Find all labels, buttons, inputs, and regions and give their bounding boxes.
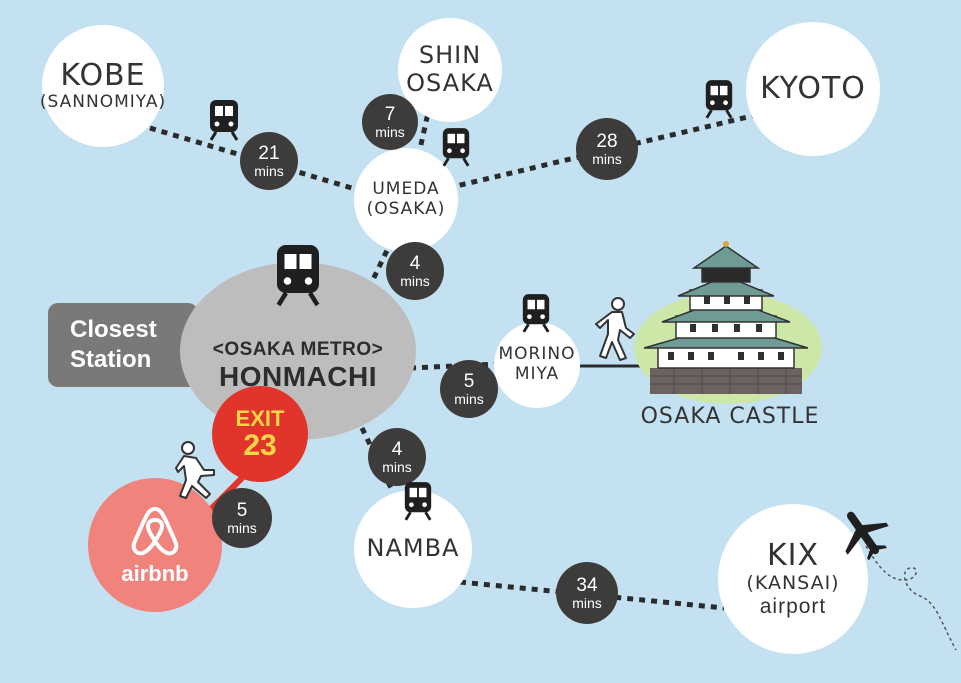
station-kix-sub: (KANSAI): [746, 572, 840, 595]
train-icon: [276, 245, 320, 307]
time-unit: mins: [592, 151, 622, 167]
closest-station-line2: Station: [70, 346, 152, 373]
route-umeda-honmachi: [365, 238, 395, 292]
route-shin-umeda: [415, 103, 433, 159]
station-kobe[interactable]: KOBE (SANNOMIYA): [39, 25, 167, 147]
station-morinomiya-line2: MIYA: [514, 364, 560, 384]
station-kix-sub2: airport: [759, 595, 827, 619]
station-kobe-name: KOBE: [60, 57, 146, 93]
osaka-castle-label: OSAKA CASTLE: [640, 404, 820, 429]
airbnb-location[interactable]: airbnb: [88, 478, 222, 612]
closest-station-tag: Closest Station: [48, 303, 198, 387]
time-value: 7: [384, 104, 396, 125]
time-badge-exit-airbnb: 5 mins: [212, 488, 272, 548]
station-kyoto[interactable]: KYOTO: [746, 22, 880, 156]
train-icon: [705, 80, 733, 119]
station-namba-name: NAMBA: [366, 534, 460, 563]
time-badge-honmachi-morinomiya: 5 mins: [440, 360, 498, 418]
station-kix[interactable]: KIX (KANSAI) airport: [718, 504, 868, 654]
time-value: 4: [409, 253, 421, 274]
airbnb-label: airbnb: [121, 561, 189, 586]
time-badge-shin-umeda: 7 mins: [362, 94, 418, 150]
train-icon: [404, 482, 432, 521]
flight-path: [865, 545, 957, 651]
time-unit: mins: [227, 520, 257, 536]
exit-label: EXIT: [235, 405, 285, 431]
exit-number: 23: [243, 428, 277, 462]
honmachi-line-name: <OSAKA METRO>: [212, 339, 384, 360]
station-kyoto-name: KYOTO: [760, 70, 866, 106]
honmachi-station-name: HONMACHI: [219, 361, 377, 392]
time-unit: mins: [400, 273, 430, 289]
time-badge-honmachi-namba: 4 mins: [368, 428, 426, 486]
train-icon: [522, 294, 550, 333]
time-unit: mins: [254, 163, 284, 179]
time-value: 4: [391, 439, 403, 460]
station-morinomiya[interactable]: MORINO MIYA: [494, 322, 580, 408]
station-umeda-sub: (OSAKA): [366, 199, 446, 219]
station-morinomiya-line1: MORINO: [498, 344, 576, 365]
time-unit: mins: [572, 595, 602, 611]
time-value: 5: [236, 500, 248, 521]
time-unit: mins: [375, 124, 405, 140]
station-umeda[interactable]: UMEDA (OSAKA): [354, 148, 458, 252]
time-value: 5: [463, 371, 475, 392]
time-badge-kobe-umeda: 21 mins: [240, 132, 298, 190]
airbnb-logo-icon: [131, 507, 179, 556]
station-shin-osaka[interactable]: SHIN OSAKA: [398, 18, 502, 122]
time-badge-umeda-honmachi: 4 mins: [386, 242, 444, 300]
closest-station-line1: Closest: [70, 316, 157, 343]
station-umeda-name: UMEDA: [372, 179, 440, 200]
time-value: 21: [258, 143, 280, 164]
time-badge-namba-kix: 34 mins: [556, 562, 618, 624]
station-kix-name: KIX: [766, 537, 820, 573]
time-badge-umeda-kyoto: 28 mins: [576, 118, 638, 180]
osaka-castle-illustration: [634, 241, 822, 404]
train-icon: [442, 128, 470, 167]
walking-person-icon: [595, 297, 635, 361]
time-unit: mins: [454, 391, 484, 407]
train-icon: [209, 100, 239, 141]
time-value: 28: [596, 131, 618, 152]
station-shin-osaka-line1: SHIN: [418, 41, 482, 70]
route-kobe-umeda: [149, 125, 373, 197]
time-unit: mins: [382, 459, 412, 475]
exit-23-marker[interactable]: EXIT 23: [212, 386, 308, 482]
walking-person-icon: [175, 441, 215, 499]
station-shin-osaka-line2: OSAKA: [406, 69, 494, 97]
station-kobe-sub: (SANNOMIYA): [39, 92, 167, 113]
time-value: 34: [576, 575, 598, 596]
airplane-icon: [845, 511, 889, 560]
